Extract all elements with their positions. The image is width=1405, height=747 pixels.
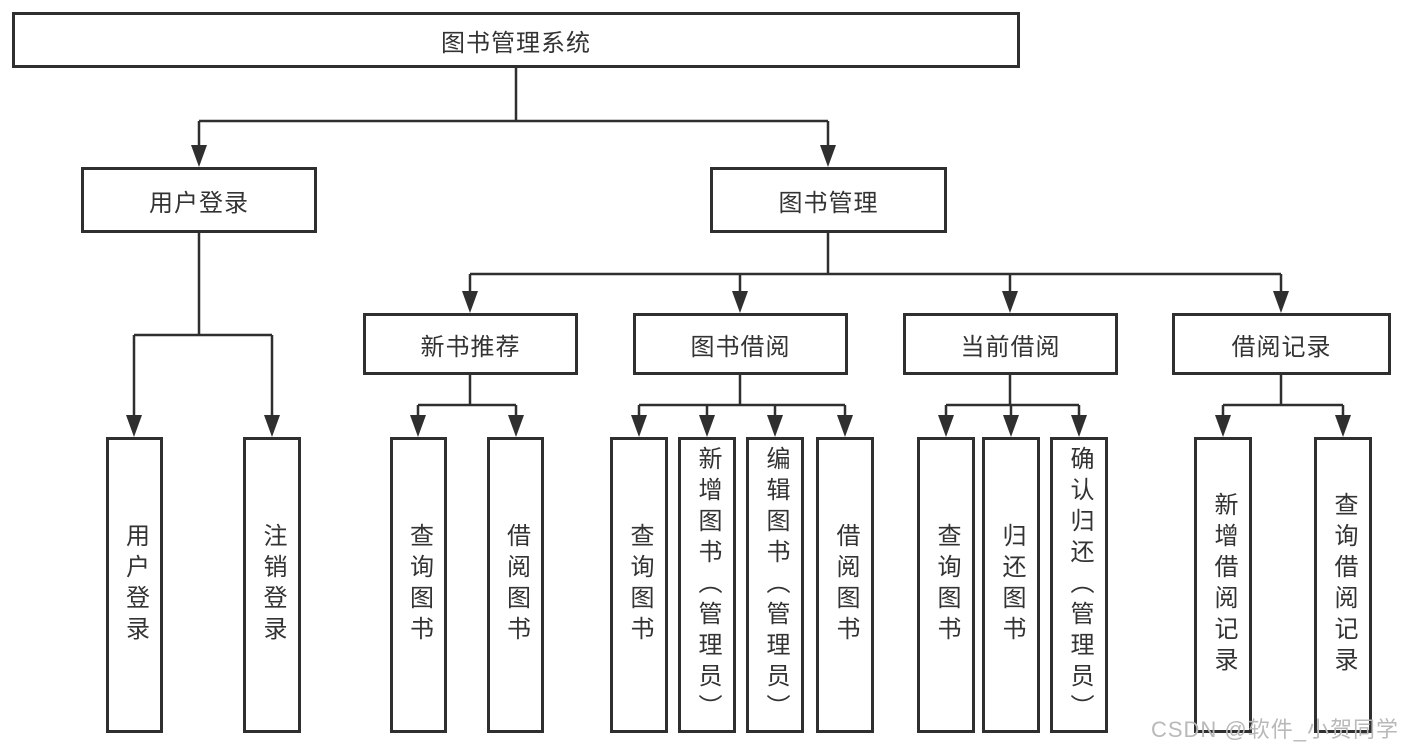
arrowhead [1273, 291, 1289, 313]
leaf-add-book-admin: 新增图书（管理员） [678, 437, 736, 733]
node-new-book-recommendation: 新书推荐 [363, 313, 578, 375]
arrowhead [631, 415, 647, 437]
arrowhead [410, 415, 426, 437]
leaf-edit-book-admin: 编辑图书（管理员） [746, 437, 804, 733]
arrowhead [1071, 415, 1087, 437]
arrowhead [508, 415, 524, 437]
node-book-management: 图书管理 [710, 167, 947, 233]
arrowhead [126, 415, 142, 437]
arrowhead [191, 145, 207, 167]
watermark: CSDN @软件_小贺同学 [1150, 717, 1399, 742]
node-borrowing-records: 借阅记录 [1172, 313, 1391, 375]
node-book-borrowing: 图书借阅 [633, 313, 848, 375]
arrowhead [732, 291, 748, 313]
arrowhead [1002, 291, 1018, 313]
leaf-query-borrow-record: 查询借阅记录 [1314, 437, 1372, 733]
node-current-borrowing: 当前借阅 [903, 313, 1118, 375]
leaf-query-books-recommend: 查询图书 [390, 437, 447, 733]
leaf-user-login: 用户登录 [106, 437, 163, 733]
leaf-return-books: 归还图书 [982, 437, 1040, 733]
arrowhead [462, 291, 478, 313]
leaf-query-books-borrowing: 查询图书 [610, 437, 668, 733]
arrowhead [767, 415, 783, 437]
arrowhead [938, 415, 954, 437]
arrowhead [837, 415, 853, 437]
arrowhead [264, 415, 280, 437]
leaf-logout: 注销登录 [243, 437, 301, 733]
arrowheads [126, 145, 1351, 437]
leaf-query-books-current: 查询图书 [917, 437, 975, 733]
leaf-borrow-books-recommend: 借阅图书 [487, 437, 544, 733]
node-library-management-system: 图书管理系统 [12, 12, 1020, 68]
leaf-confirm-return-admin: 确认归还（管理员） [1050, 437, 1108, 733]
arrowhead [1335, 415, 1351, 437]
arrowhead [699, 415, 715, 437]
arrowhead [820, 145, 836, 167]
tree-edges [132, 68, 1345, 419]
leaf-add-borrow-record: 新增借阅记录 [1194, 437, 1252, 733]
leaf-borrow-books-borrowing: 借阅图书 [816, 437, 874, 733]
node-user-login: 用户登录 [81, 167, 317, 233]
arrowhead [1215, 415, 1231, 437]
arrowhead [1003, 415, 1019, 437]
